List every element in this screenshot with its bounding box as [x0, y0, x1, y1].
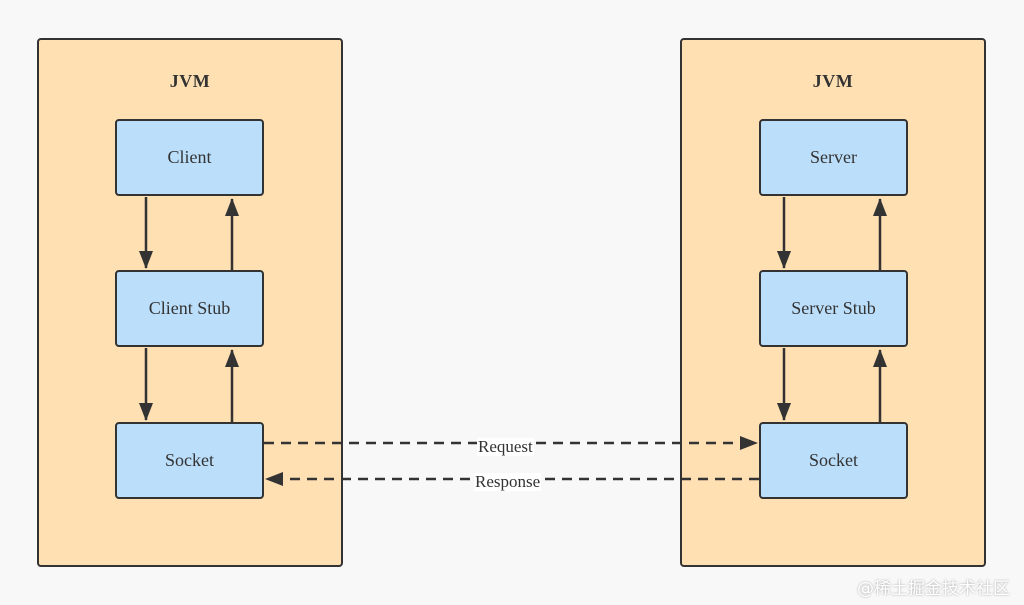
jvm-title-left: JVM [169, 71, 211, 91]
response-label: Response [474, 472, 542, 491]
server-stub-node-label: Server Stub [791, 298, 876, 318]
jvm-title-right: JVM [812, 71, 854, 91]
client-stub-node: Client Stub [115, 270, 264, 347]
client-socket-node-label: Socket [165, 450, 214, 470]
request-label: Request [477, 437, 534, 456]
server-socket-node: Socket [759, 422, 908, 499]
client-node-label: Client [167, 147, 212, 167]
server-stub-node: Server Stub [759, 270, 908, 347]
client-socket-node: Socket [115, 422, 264, 499]
server-node: Server [759, 119, 908, 196]
server-node-label: Server [810, 147, 857, 167]
client-node: Client [115, 119, 264, 196]
watermark: @稀土掘金技术社区 [857, 579, 1010, 599]
client-stub-node-label: Client Stub [148, 298, 231, 318]
server-socket-node-label: Socket [809, 450, 858, 470]
